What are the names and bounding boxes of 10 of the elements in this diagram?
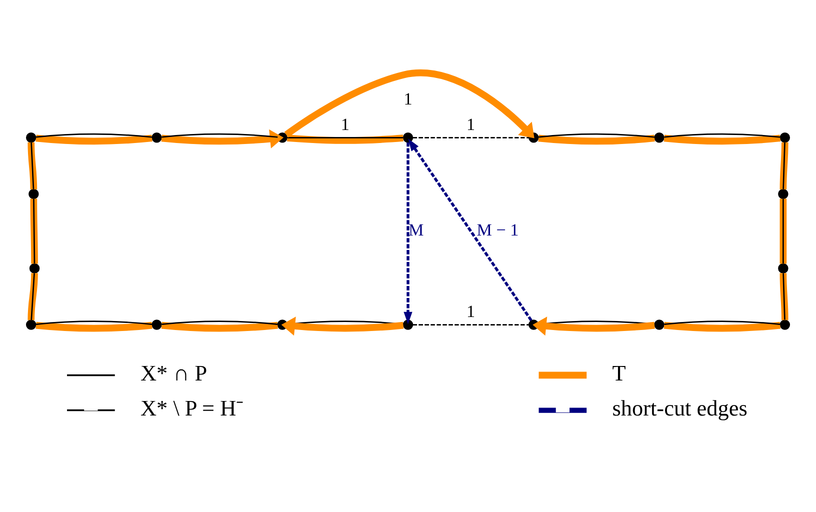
edge-label: 1 [466, 302, 476, 322]
legend-label: short-cut edges [612, 396, 748, 421]
legend-label: X* \ P = H⁻ [140, 396, 244, 421]
legend-label: X* ∩ P [140, 360, 208, 386]
edge-label: 1 [404, 90, 412, 109]
edge-label: 1 [340, 114, 350, 134]
edge-label: M [408, 220, 424, 240]
edge-label: M − 1 [476, 220, 519, 240]
edge-label: 1 [466, 114, 476, 134]
legend-label: T [612, 360, 626, 386]
